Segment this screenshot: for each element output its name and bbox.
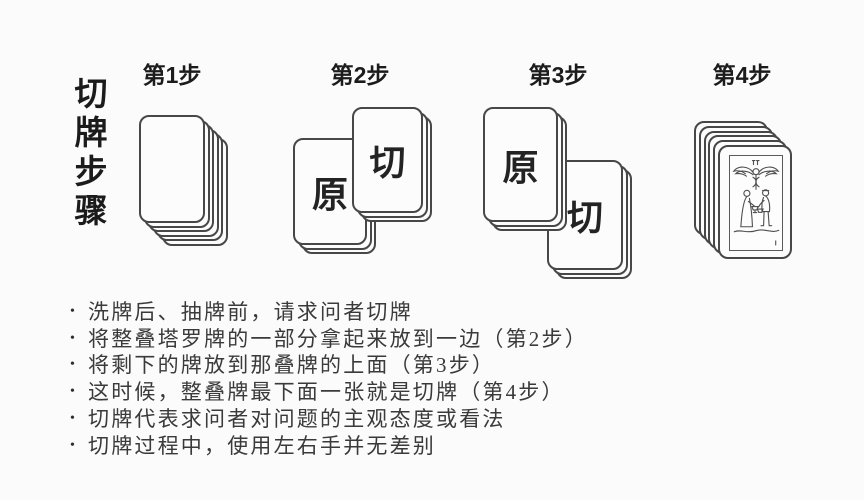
tarot-card-frame: [729, 155, 783, 251]
cut-pile-label: 切: [369, 143, 406, 183]
note-item: • 这时候，整叠牌最下面一张就是切牌（第4步）: [70, 379, 588, 406]
note-text: 将剩下的牌放到那叠牌的上面（第3步）: [88, 353, 496, 378]
card-front: 切: [352, 107, 423, 213]
bullet-icon: •: [70, 357, 75, 373]
note-item: • 洗牌后、抽牌前，请求问者切牌: [70, 299, 588, 326]
cut-pile-label: 切: [566, 198, 603, 238]
page-title: 切牌步骤: [70, 76, 107, 232]
note-text: 切牌过程中，使用左右手并无差别: [88, 433, 436, 458]
step-1-label: 第1步: [142, 62, 202, 88]
bullet-icon: •: [70, 304, 75, 319]
step-4-label: 第4步: [712, 62, 772, 88]
note-item: • 将剩下的牌放到那叠牌的上面（第3步）: [70, 352, 588, 379]
bullet-icon: •: [70, 410, 75, 426]
bullet-icon: •: [70, 330, 75, 346]
note-item: • 切牌过程中，使用左右手并无差别: [70, 433, 588, 460]
two-of-cups-illustration: [732, 159, 780, 246]
notes-list: • 洗牌后、抽牌前，请求问者切牌 • 将整叠塔罗牌的一部分拿起来放到一边（第2步…: [70, 299, 588, 459]
note-item: • 切牌代表求问者对问题的主观态度或看法: [70, 406, 588, 433]
bullet-icon: •: [70, 437, 75, 453]
card-front: [139, 115, 205, 223]
tarot-card-face: [718, 145, 792, 259]
note-text: 将整叠塔罗牌的一部分拿起来放到一边（第2步）: [88, 326, 588, 351]
note-text: 切牌代表求问者对问题的主观态度或看法: [88, 406, 506, 431]
note-item: • 将整叠塔罗牌的一部分拿起来放到一边（第2步）: [70, 326, 588, 353]
note-text: 这时候，整叠牌最下面一张就是切牌（第4步）: [88, 380, 565, 405]
card-front: 原: [483, 107, 558, 222]
original-pile-label: 原: [311, 174, 348, 215]
note-text: 洗牌后、抽牌前，请求问者切牌: [88, 300, 413, 324]
original-pile-label: 原: [502, 147, 539, 188]
step-2-label: 第2步: [330, 62, 390, 88]
bullet-icon: •: [70, 384, 75, 400]
step-3-label: 第3步: [528, 62, 588, 88]
